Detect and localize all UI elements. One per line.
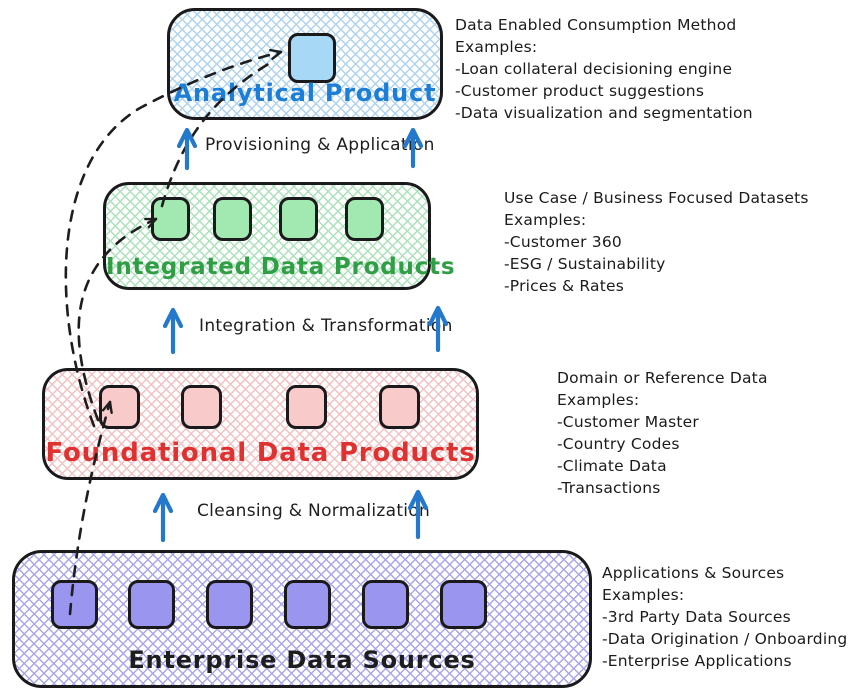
- data-product-chip: [286, 385, 327, 429]
- data-source-chip: [128, 580, 175, 629]
- layer-title-foundational-data-products: Foundational Data Products: [45, 438, 476, 468]
- annotation-item: -Data visualization and segmentation: [455, 104, 753, 122]
- data-product-chip: [345, 197, 384, 241]
- annotation-item: -Customer product suggestions: [455, 82, 705, 100]
- data-source-chip: [284, 580, 331, 629]
- data-source-chip: [362, 580, 409, 629]
- up-arrow-icon: [152, 492, 174, 543]
- data-product-chip: [99, 385, 140, 429]
- layer-box-enterprise-data-sources: Enterprise Data Sources: [12, 550, 592, 688]
- annotation-subheading: Examples:: [455, 38, 538, 56]
- layer-box-analytical-product: Analytical Product: [167, 8, 443, 120]
- annotation-integrated-data-products: Use Case / Business Focused Datasets Exa…: [504, 187, 809, 297]
- annotation-analytical-product: Data Enabled Consumption Method Examples…: [455, 14, 753, 124]
- annotation-item: -Loan collateral decisioning engine: [455, 60, 733, 78]
- transition-label-integration: Integration & Transformation: [199, 316, 453, 336]
- data-source-chip: [206, 580, 253, 629]
- transition-label-provisioning: Provisioning & Application: [205, 135, 435, 155]
- annotation-heading: Data Enabled Consumption Method: [455, 16, 737, 34]
- annotation-subheading: Examples:: [504, 211, 587, 229]
- layer-box-integrated-data-products: Integrated Data Products: [103, 182, 456, 290]
- data-product-chip: [151, 197, 190, 241]
- annotation-item: -Transactions: [557, 479, 661, 497]
- transition-label-cleansing: Cleansing & Normalization: [197, 501, 431, 521]
- annotation-item: -Customer 360: [504, 233, 622, 251]
- layer-title-analytical-product: Analytical Product: [173, 79, 437, 107]
- data-product-chip: [181, 385, 222, 429]
- data-product-chip: [379, 385, 420, 429]
- annotation-subheading: Examples:: [602, 586, 685, 604]
- annotation-item: -Enterprise Applications: [602, 652, 792, 670]
- annotation-item: -Data Origination / Onboarding: [602, 630, 848, 648]
- annotation-item: -Country Codes: [557, 435, 680, 453]
- annotation-heading: Use Case / Business Focused Datasets: [504, 189, 809, 207]
- annotation-foundational-data-products: Domain or Reference Data Examples: -Cust…: [557, 367, 768, 499]
- annotation-enterprise-data-sources: Applications & Sources Examples: -3rd Pa…: [602, 562, 847, 672]
- data-source-chip: [51, 580, 98, 629]
- annotation-item: -Prices & Rates: [504, 277, 625, 295]
- data-product-chip: [213, 197, 252, 241]
- up-arrow-icon: [162, 307, 184, 355]
- layer-box-foundational-data-products: Foundational Data Products: [42, 368, 479, 480]
- annotation-item: -3rd Party Data Sources: [602, 608, 791, 626]
- up-arrow-icon: [176, 127, 198, 171]
- data-source-chip: [440, 580, 487, 629]
- data-product-chip: [279, 197, 318, 241]
- annotation-item: -Customer Master: [557, 413, 699, 431]
- layer-title-integrated-data-products: Integrated Data Products: [106, 254, 456, 280]
- annotation-heading: Applications & Sources: [602, 564, 785, 582]
- annotation-item: -Climate Data: [557, 457, 667, 475]
- layer-title-enterprise-data-sources: Enterprise Data Sources: [128, 646, 476, 674]
- annotation-item: -ESG / Sustainability: [504, 255, 666, 273]
- annotation-subheading: Examples:: [557, 391, 640, 409]
- data-product-chip: [288, 33, 336, 83]
- annotation-heading: Domain or Reference Data: [557, 369, 768, 387]
